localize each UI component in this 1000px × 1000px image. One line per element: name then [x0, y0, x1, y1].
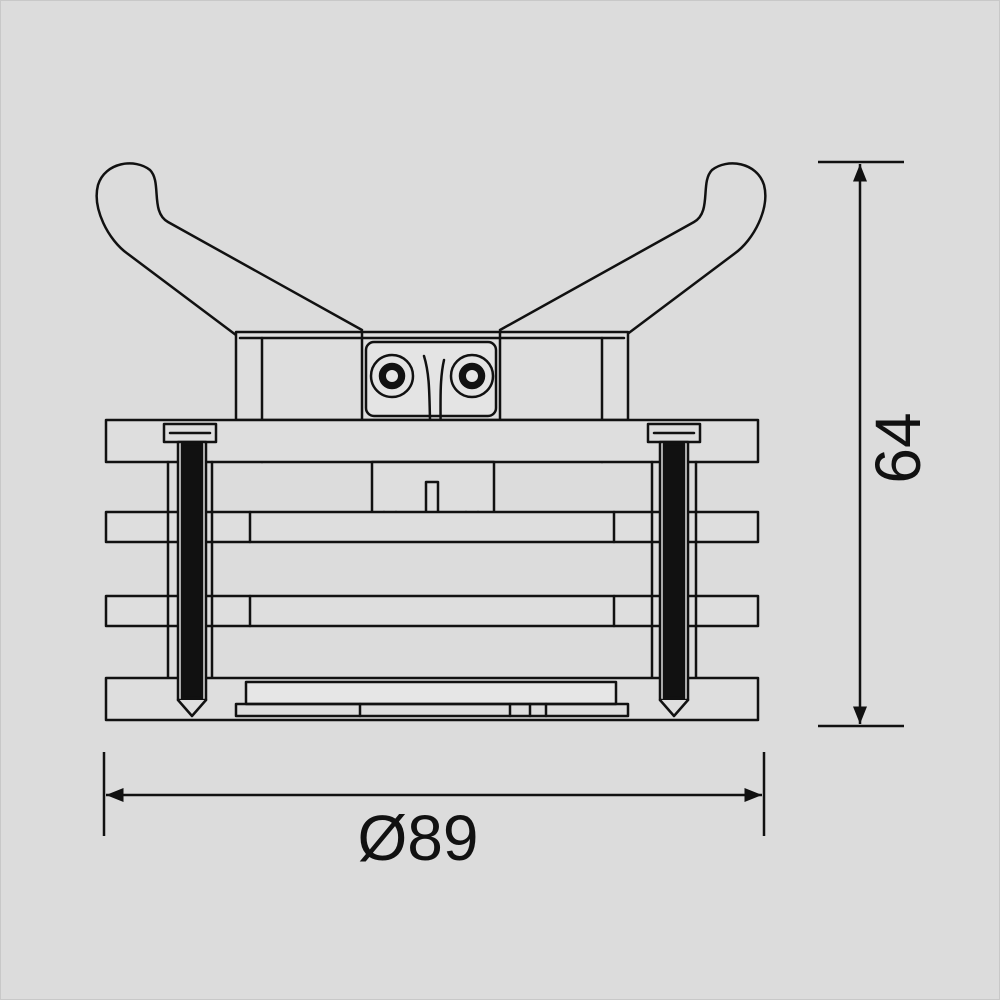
right-pin-socket	[449, 353, 495, 399]
width-dimension	[102, 752, 766, 836]
lens-glass	[244, 680, 618, 706]
right-screw	[646, 422, 702, 718]
left-spring-clip	[95, 162, 364, 412]
height-dimension	[818, 160, 904, 728]
left-pin-socket	[369, 353, 415, 399]
downlight-body	[95, 162, 767, 722]
height-label: 64	[862, 412, 934, 483]
left-screw	[162, 422, 218, 718]
fin-2	[104, 594, 760, 628]
fin-1	[104, 510, 760, 544]
right-spring-clip	[498, 162, 767, 412]
width-label: Ø89	[358, 802, 479, 874]
